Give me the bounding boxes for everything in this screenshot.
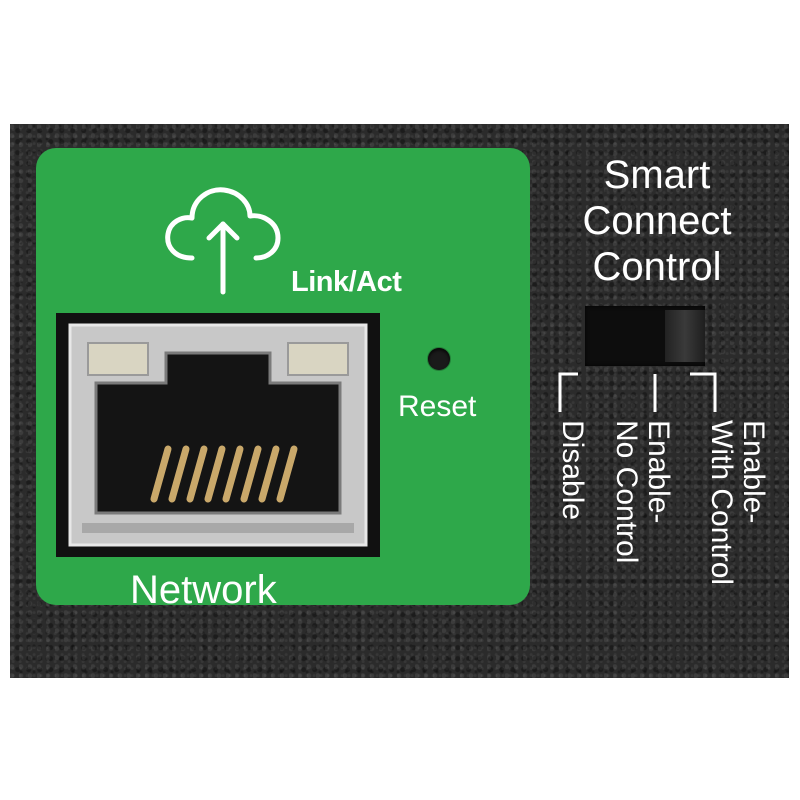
- smart-title-line: Connect: [582, 199, 732, 243]
- right-led: [287, 342, 349, 376]
- position-label-line: With Control: [705, 420, 738, 586]
- switch-position-no-control: Enable- No Control: [610, 420, 675, 564]
- link-act-label: Link/Act: [291, 266, 402, 298]
- reset-label: Reset: [398, 390, 477, 423]
- position-label-line: Disable: [556, 420, 589, 521]
- smart-title-line: Smart: [603, 153, 711, 197]
- position-label-line: Enable-: [642, 420, 675, 524]
- reset-button-hole[interactable]: [428, 348, 450, 370]
- network-label: Network: [130, 568, 277, 612]
- smart-connect-title: Smart Connect Control: [542, 152, 772, 290]
- rj45-network-port[interactable]: [56, 313, 380, 557]
- smart-connect-switch[interactable]: [585, 306, 705, 366]
- device-rear-panel: Link/Act Network Reset Smart Connec: [10, 124, 789, 678]
- switch-position-guides: [558, 372, 717, 412]
- left-led: [87, 342, 149, 376]
- switch-position-with-control: Enable- With Control: [705, 420, 770, 586]
- port-contacts: [150, 445, 298, 503]
- position-label-line: Enable-: [737, 420, 770, 524]
- cloud-upload-icon: [165, 187, 281, 295]
- switch-knob[interactable]: [665, 310, 705, 362]
- network-module-plate: Link/Act Network: [36, 148, 530, 612]
- position-label-line: No Control: [610, 420, 643, 564]
- switch-position-disable: Disable: [556, 420, 589, 521]
- smart-title-line: Control: [592, 245, 722, 289]
